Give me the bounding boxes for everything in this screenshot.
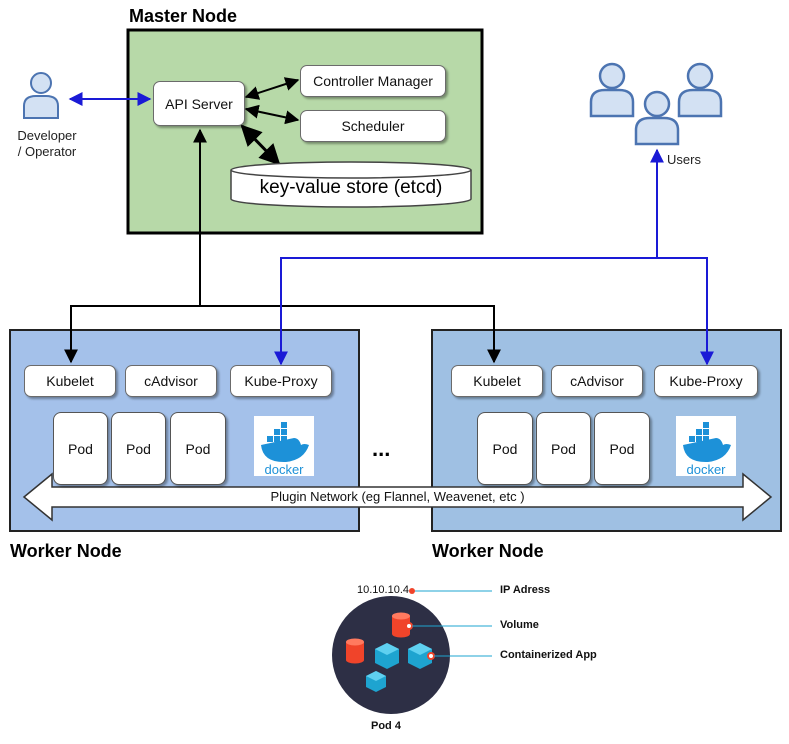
- worker-node-title-2: Worker Node: [432, 541, 544, 561]
- cadvisor-box-2: cAdvisor: [551, 365, 643, 397]
- api-etcd-arrow: [240, 124, 281, 166]
- app-cube-2: [408, 643, 432, 669]
- pod-box-2-2: Pod: [536, 412, 591, 485]
- pod4-title: Pod 4: [371, 720, 401, 732]
- worker-node-title-1: Worker Node: [10, 541, 122, 561]
- scheduler-box: Scheduler: [300, 110, 446, 142]
- pod4-volume-label: Volume: [500, 619, 539, 631]
- docker-logo-2: docker: [676, 416, 736, 477]
- developer-label-line2: / Operator: [17, 144, 77, 159]
- kubelet-box-1: Kubelet: [24, 365, 116, 397]
- plugin-network-arrow: [22, 472, 773, 522]
- volume-cylinder-2: [346, 638, 364, 664]
- users-label: Users: [667, 152, 701, 167]
- pod4-ip: 10.10.10.4: [357, 584, 409, 596]
- master-node-title: Master Node: [129, 6, 238, 26]
- etcd-cylinder: [230, 161, 472, 208]
- pod-box-2-3: Pod: [594, 412, 650, 485]
- pod-box-1-2: Pod: [111, 412, 166, 485]
- kube-proxy-box-1: Kube-Proxy: [230, 365, 332, 397]
- controller-manager-box: Controller Manager: [300, 65, 446, 97]
- kube-proxy-box-2: Kube-Proxy: [654, 365, 758, 397]
- kubelet-box-2: Kubelet: [451, 365, 543, 397]
- ellipsis: ...: [372, 436, 391, 461]
- docker-logo-1: docker: [254, 416, 314, 477]
- users-icon: [589, 62, 723, 146]
- app-cube-1: [375, 643, 399, 669]
- pod-box-1-1: Pod: [53, 412, 108, 485]
- pod4-app-label: Containerized App: [500, 649, 597, 661]
- docker-logo-2-text: docker: [686, 462, 726, 477]
- docker-logo-1-text: docker: [264, 462, 304, 477]
- api-workers-connector: [70, 305, 495, 358]
- api-controller-arrow: [244, 77, 300, 100]
- plugin-network-label: Plugin Network (eg Flannel, Weavenet, et…: [270, 489, 525, 504]
- api-scheduler-arrow: [244, 104, 300, 125]
- developer-label: Developer / Operator: [2, 128, 92, 160]
- api-server-box: API Server: [153, 81, 245, 126]
- developer-icon: [23, 72, 59, 119]
- pod4-ip-label: IP Adress: [500, 584, 551, 596]
- volume-cylinder-1: [392, 612, 410, 638]
- etcd-label: key-value store (etcd): [259, 177, 443, 198]
- users-proxy-connector: [280, 257, 708, 360]
- pod-box-1-3: Pod: [170, 412, 226, 485]
- app-cube-3: [366, 671, 386, 692]
- pod-box-2-1: Pod: [477, 412, 533, 485]
- pod4-graphic: [332, 588, 492, 714]
- cadvisor-box-1: cAdvisor: [125, 365, 217, 397]
- developer-label-line1: Developer: [17, 128, 77, 143]
